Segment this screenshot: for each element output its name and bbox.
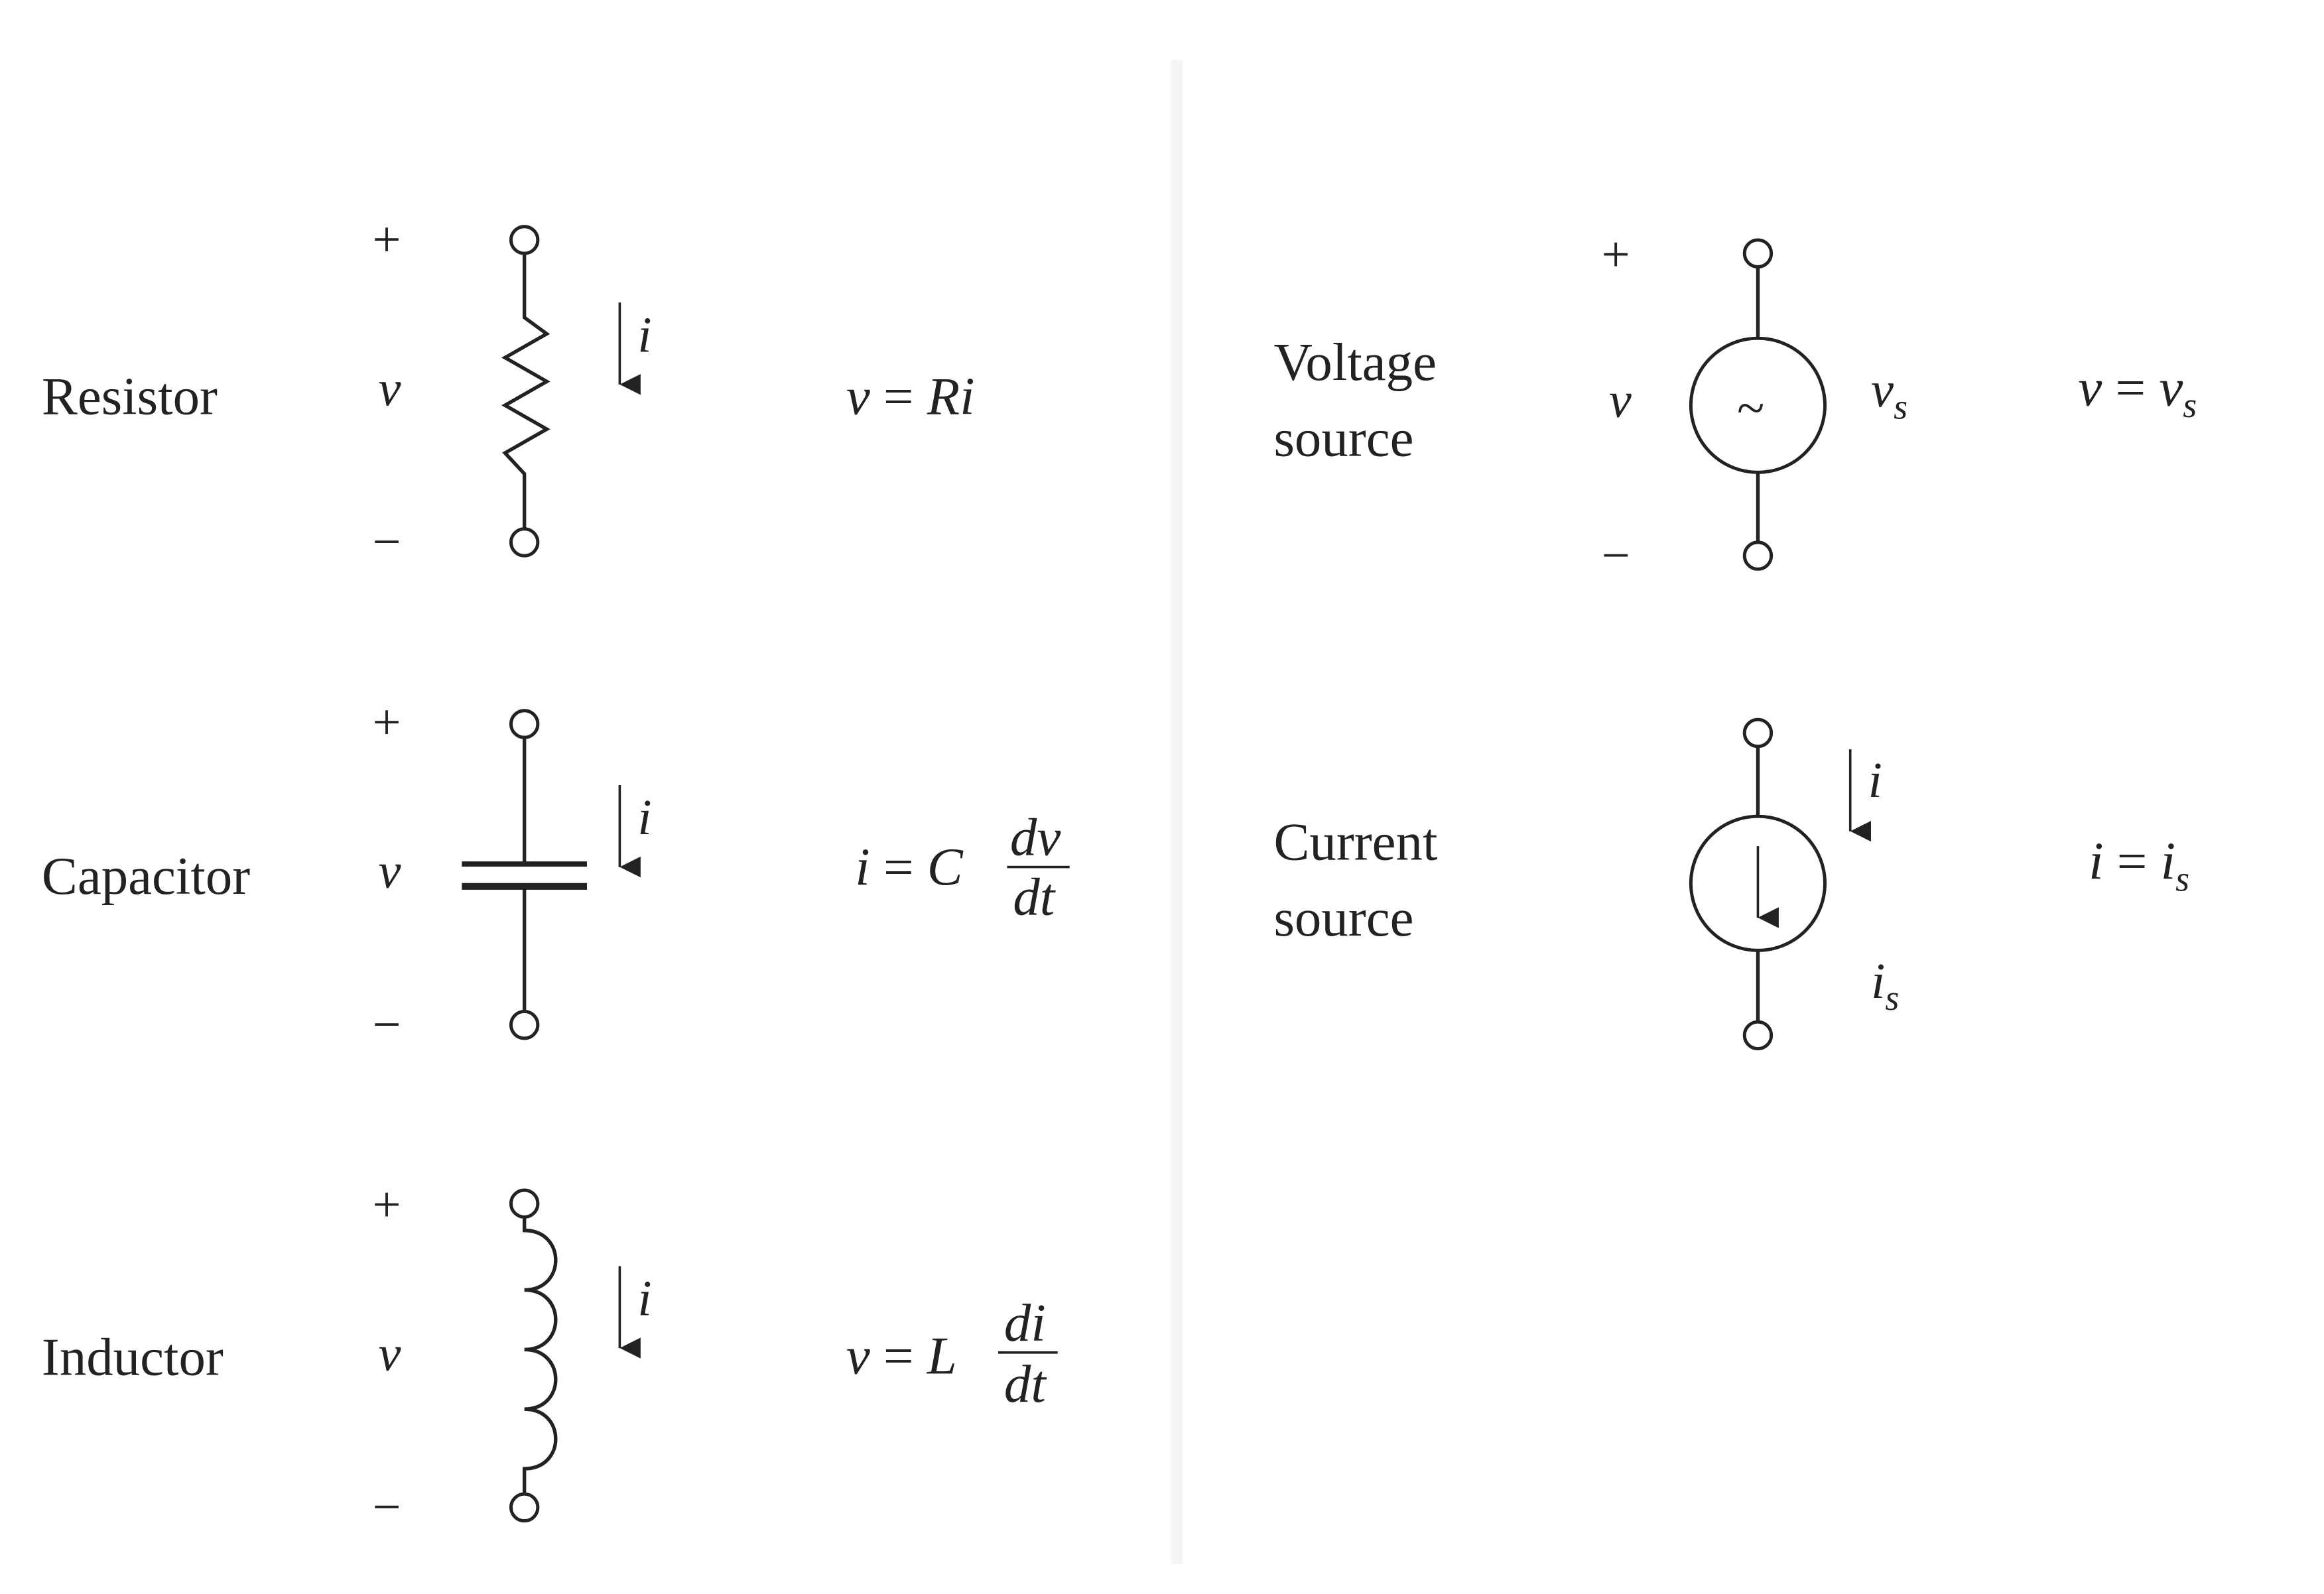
voltage-source-label-line1: Voltage xyxy=(1273,333,1437,392)
plus-sign: + xyxy=(1602,226,1630,282)
terminal-icon xyxy=(509,1492,540,1523)
resistor-symbol xyxy=(501,225,550,558)
current-source-equation: i = is xyxy=(2089,832,2189,899)
resistor-equation: v = Ri xyxy=(846,367,975,426)
source-current-label: is xyxy=(1871,953,1899,1018)
voltage-label: v xyxy=(379,1325,401,1382)
resistor-row: Resistor + v − i v = Ri xyxy=(42,212,975,570)
current-label: i xyxy=(637,306,651,363)
resistor-label: Resistor xyxy=(42,367,218,426)
terminal-icon xyxy=(1742,717,1774,749)
capacitor-equation: i = C xyxy=(855,838,964,897)
minus-sign: − xyxy=(373,1479,401,1535)
terminal-icon xyxy=(509,1188,540,1219)
fraction-denominator: dt xyxy=(1013,867,1056,926)
voltage-label: v xyxy=(379,843,401,899)
terminal-icon xyxy=(509,225,540,255)
capacitor-row: Capacitor + v − i i = C dv dt xyxy=(42,694,1070,1052)
voltage-source-label-line2: source xyxy=(1273,409,1413,468)
voltage-label: v xyxy=(379,360,401,416)
terminal-icon xyxy=(1742,540,1774,571)
terminal-icon xyxy=(1742,1020,1774,1051)
voltage-source-row: Voltage source + v − ~ vs v = vs xyxy=(1273,226,2197,583)
inductor-row: Inductor + v − i v = L di dt xyxy=(42,1176,1058,1535)
terminal-icon xyxy=(509,527,540,558)
capacitor-symbol xyxy=(462,709,587,1040)
terminal-icon xyxy=(509,709,540,739)
plus-sign: + xyxy=(373,212,401,268)
capacitor-label: Capacitor xyxy=(42,847,250,906)
current-source-label-line2: source xyxy=(1273,889,1413,948)
terminal-icon xyxy=(509,1009,540,1040)
fraction-numerator: dv xyxy=(1010,808,1061,867)
inductor-label: Inductor xyxy=(42,1328,224,1387)
minus-sign: − xyxy=(373,514,401,570)
current-label: i xyxy=(1868,752,1882,808)
ac-wave-icon: ~ xyxy=(1737,379,1764,436)
voltage-label: v xyxy=(1609,372,1632,428)
current-label: i xyxy=(637,1270,651,1327)
voltage-source-equation: v = vs xyxy=(2078,358,2197,425)
voltage-source-symbol: ~ xyxy=(1689,238,1827,571)
current-source-label-line1: Current xyxy=(1273,812,1437,871)
current-label: i xyxy=(637,789,651,845)
minus-sign: − xyxy=(373,996,401,1052)
inductor-equation: v = L xyxy=(846,1326,957,1385)
plus-sign: + xyxy=(373,1176,401,1233)
fraction-denominator: dt xyxy=(1004,1355,1047,1414)
plus-sign: + xyxy=(373,694,401,750)
fraction-numerator: di xyxy=(1004,1294,1046,1353)
current-source-symbol xyxy=(1689,717,1827,1051)
terminal-icon xyxy=(1742,238,1774,269)
minus-sign: − xyxy=(1602,527,1630,583)
current-source-row: Current source i is i = is xyxy=(1273,717,2189,1051)
source-voltage-label: vs xyxy=(1871,362,1907,427)
inductor-symbol xyxy=(509,1188,558,1523)
